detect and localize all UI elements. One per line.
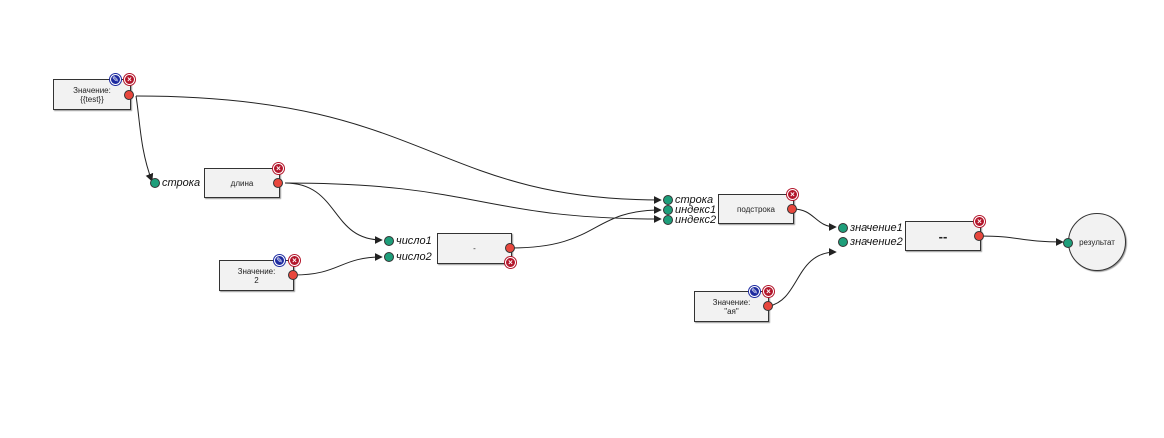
port-label-indeks1: индекс1 — [675, 204, 717, 216]
output-port[interactable] — [763, 301, 773, 311]
edge-minus-to-substring[interactable] — [510, 206, 662, 249]
value-node-test[interactable]: Значение: {{test}} — [53, 79, 131, 110]
output-port[interactable] — [974, 231, 984, 241]
port-label-indeks2: индекс2 — [675, 214, 717, 226]
value-node-value: 2 — [254, 275, 259, 285]
result-node[interactable]: результат — [1068, 213, 1126, 271]
output-port[interactable] — [273, 178, 283, 188]
edit-button[interactable]: ✎ — [274, 255, 285, 266]
edge-equals-to-result[interactable] — [979, 235, 1064, 246]
close-icon: × — [508, 257, 513, 267]
port-label-znachenie1: значение1 — [850, 222, 903, 234]
value-node-label: Значение: — [73, 85, 111, 95]
close-icon: × — [790, 189, 795, 199]
edge-length-to-minus[interactable] — [284, 182, 383, 244]
output-port[interactable] — [505, 243, 515, 253]
input-port-stroka[interactable] — [150, 178, 160, 188]
port-label-stroka: строка — [162, 177, 201, 189]
port-label-stroka: строка — [675, 194, 714, 206]
input-port-znachenie1[interactable] — [838, 223, 848, 233]
input-port-znachenie2[interactable] — [838, 237, 848, 247]
close-icon: × — [127, 74, 132, 84]
value-node-label: Значение: — [237, 266, 276, 276]
edge-two-to-minus[interactable] — [293, 253, 383, 276]
substring-node-label: подстрока — [737, 204, 775, 214]
port-label-znachenie2: значение2 — [850, 236, 903, 248]
input-port-stroka[interactable] — [663, 195, 673, 205]
input-port-result[interactable] — [1063, 238, 1073, 248]
equals-node[interactable]: -- — [905, 221, 981, 251]
delete-button[interactable]: × — [505, 257, 516, 268]
close-icon: × — [292, 255, 297, 265]
input-port-chislo1[interactable] — [384, 236, 394, 246]
value-node-ya-text: Значение: "ая" — [713, 298, 751, 316]
value-node-label: Значение: — [712, 297, 751, 307]
minus-node[interactable]: - — [437, 233, 512, 264]
port-label-chislo1: число1 — [396, 235, 432, 247]
equals-node-label: -- — [938, 228, 948, 244]
value-node-two-text: Значение: 2 — [238, 267, 276, 285]
input-port-chislo2[interactable] — [384, 252, 394, 262]
delete-button[interactable]: × — [273, 163, 284, 174]
delete-button[interactable]: × — [289, 255, 300, 266]
port-label-chislo2: число2 — [396, 251, 432, 263]
edit-button[interactable]: ✎ — [110, 74, 121, 85]
value-node-value: "ая" — [724, 306, 739, 316]
length-node[interactable]: длина — [204, 168, 280, 198]
pencil-icon: ✎ — [751, 286, 758, 296]
output-port[interactable] — [288, 270, 298, 280]
pencil-icon: ✎ — [276, 255, 283, 265]
input-port-indeks2[interactable] — [663, 215, 673, 225]
edge-length-to-substring[interactable] — [284, 182, 662, 223]
output-port[interactable] — [124, 90, 134, 100]
edge-test-to-length[interactable] — [135, 95, 154, 182]
edge-substring-to-equals[interactable] — [792, 208, 837, 231]
value-node-test-text: Значение: {{test}} — [73, 86, 111, 104]
value-node-value: {{test}} — [80, 94, 104, 104]
minus-node-label: - — [473, 244, 476, 253]
edge-ya-to-equals[interactable] — [768, 248, 837, 307]
close-icon: × — [276, 163, 281, 173]
length-node-label: длина — [230, 178, 254, 188]
delete-button[interactable]: × — [124, 74, 135, 85]
substring-node[interactable]: подстрока — [718, 194, 794, 224]
input-port-indeks1[interactable] — [663, 205, 673, 215]
result-node-label: результат — [1079, 237, 1115, 247]
edge-test-to-substring[interactable] — [135, 95, 662, 204]
edit-button[interactable]: ✎ — [749, 286, 760, 297]
close-icon: × — [766, 286, 771, 296]
delete-button[interactable]: × — [787, 189, 798, 200]
output-port[interactable] — [787, 204, 797, 214]
delete-button[interactable]: × — [763, 286, 774, 297]
close-icon: × — [977, 216, 982, 226]
delete-button[interactable]: × — [974, 216, 985, 227]
pencil-icon: ✎ — [112, 74, 119, 84]
